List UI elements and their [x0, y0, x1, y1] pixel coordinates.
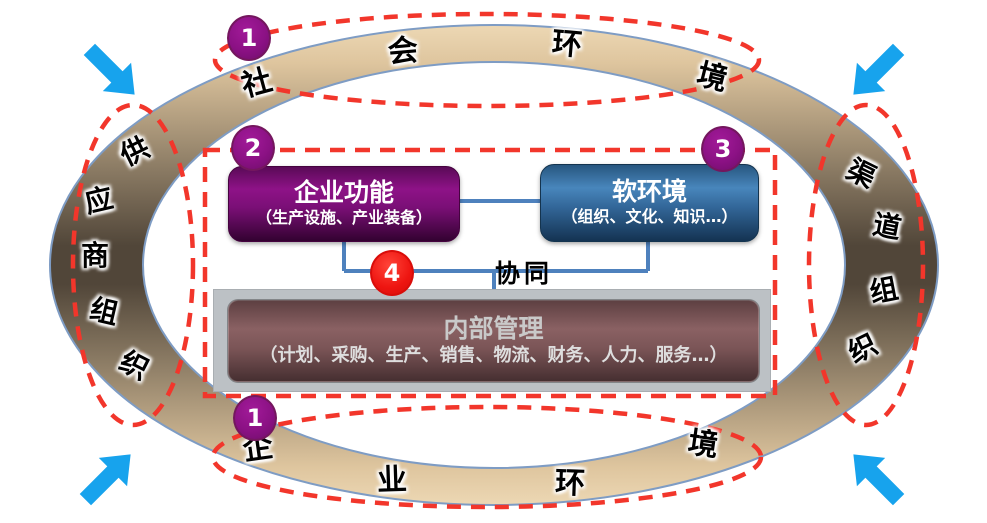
badge-1-top: 1 — [227, 15, 271, 61]
internal-management-box: 内部管理 （计划、采购、生产、销售、物流、财务、人力、服务…） — [228, 300, 759, 382]
right-arc-char: 组 — [867, 271, 901, 310]
badge-3: 3 — [701, 126, 745, 172]
enterprise-function-title: 企业功能 — [293, 178, 394, 208]
soft-environment-box: 软环境 （组织、文化、知识…） — [540, 164, 759, 242]
bottom-arc-char: 境 — [685, 425, 721, 464]
dashed-ellipse-bottom-enterprise — [210, 404, 764, 510]
arrow-top-right-icon — [853, 43, 905, 95]
badge-2: 2 — [231, 125, 275, 171]
right-arc-char: 道 — [870, 207, 904, 246]
top-arc-char: 环 — [550, 25, 584, 64]
synergy-label: 协同 — [494, 259, 554, 288]
enterprise-function-subtitle: （生产设施、产业装备） — [255, 207, 432, 227]
arrow-top-left-icon — [83, 43, 135, 95]
bottom-arc-char: 环 — [554, 465, 586, 502]
bottom-arc-char: 业 — [376, 462, 408, 499]
dashed-ellipse-top-social — [212, 11, 762, 109]
soft-environment-subtitle: （组织、文化、知识…） — [561, 206, 738, 226]
top-arc-char: 会 — [386, 32, 420, 71]
internal-management-title: 内部管理 — [443, 313, 544, 343]
ring-inner-edge — [142, 61, 846, 469]
dashed-rect-internal — [202, 147, 778, 399]
dashed-ellipse-right-channel — [806, 102, 926, 428]
arrow-bottom-right-icon — [853, 454, 905, 506]
soft-environment-title: 软环境 — [611, 177, 687, 207]
ring-outer-edge — [49, 24, 939, 506]
internal-management-subtitle: （计划、采购、生产、销售、物流、财务、人力、服务…） — [259, 344, 728, 366]
left-arc-char: 应 — [81, 181, 117, 220]
arrow-bottom-left-icon — [79, 454, 131, 506]
enterprise-function-box: 企业功能 （生产设施、产业装备） — [228, 166, 460, 242]
badge-1-bottom: 1 — [233, 395, 277, 441]
left-arc-char: 商 — [80, 239, 110, 272]
dashed-ellipse-left-supplier — [70, 102, 196, 428]
badge-4: 4 — [370, 250, 414, 296]
